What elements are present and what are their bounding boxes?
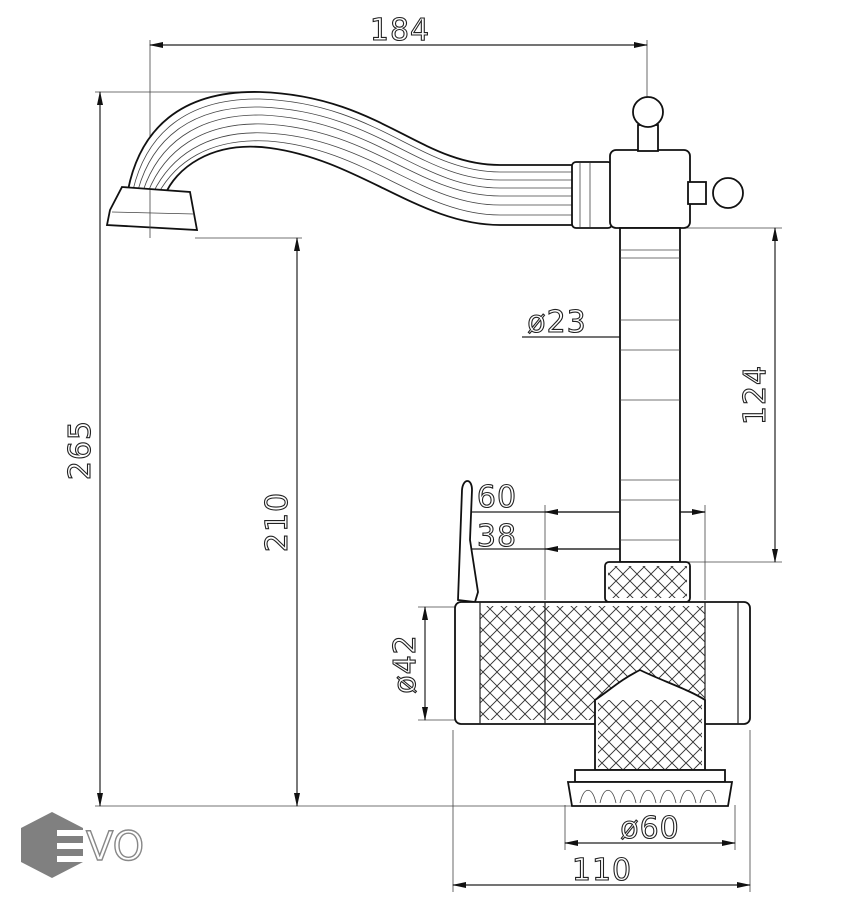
dim-column-diameter: ø23 (527, 305, 587, 340)
lever-handle (457, 480, 479, 603)
dim-body-diameter: ø42 (388, 634, 423, 694)
column (619, 227, 681, 563)
extension-lines (95, 40, 782, 892)
dim-total-height: 265 (63, 420, 98, 480)
dim-spout-reach: 184 (370, 13, 430, 48)
dim-top-width-60: 60 (477, 480, 517, 515)
dim-overall-length: 110 (572, 853, 632, 888)
evo-logo: VO (21, 812, 145, 878)
spout (105, 91, 613, 238)
dim-column-height: 124 (738, 365, 773, 425)
logo-text: VO (86, 824, 144, 870)
dim-spout-height: 210 (260, 492, 295, 552)
valve-hub (609, 96, 744, 229)
dim-base-diameter: ø60 (620, 811, 680, 846)
faucet-body (454, 561, 751, 807)
dim-top-width-38: 38 (477, 519, 517, 554)
